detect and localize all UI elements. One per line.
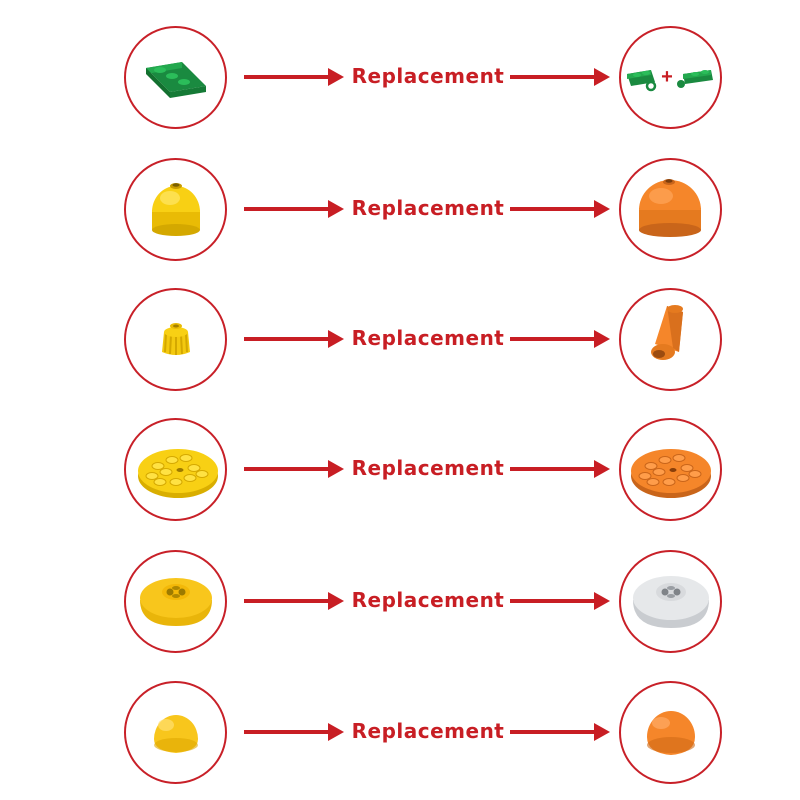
replacement-part-circle bbox=[619, 418, 722, 521]
orange-cone-icon bbox=[651, 305, 683, 360]
arrow-to-label bbox=[244, 199, 344, 219]
replacement-row: Replacement bbox=[0, 158, 800, 270]
replacement-label: Replacement bbox=[351, 64, 505, 88]
green-hinge-plate-icon bbox=[146, 62, 206, 98]
replacement-row: Replacement bbox=[0, 288, 800, 400]
arrow-to-replacement bbox=[510, 591, 610, 611]
yellow-dome-brick-icon bbox=[152, 183, 200, 236]
white-dish-icon bbox=[633, 576, 709, 628]
orange-half-sphere-icon bbox=[647, 711, 695, 755]
replacement-label: Replacement bbox=[351, 456, 505, 480]
arrow-to-label bbox=[244, 722, 344, 742]
original-part-circle bbox=[124, 681, 227, 784]
replacement-part-circle bbox=[619, 158, 722, 261]
original-part-circle bbox=[124, 158, 227, 261]
arrow-to-label bbox=[244, 459, 344, 479]
replacement-row: Replacement bbox=[0, 681, 800, 793]
arrow-to-replacement bbox=[510, 722, 610, 742]
replacement-row: Replacement + bbox=[0, 26, 800, 138]
arrow-to-label bbox=[244, 67, 344, 87]
arrow-to-replacement bbox=[510, 67, 610, 87]
replacement-label: Replacement bbox=[351, 326, 505, 350]
original-part-circle bbox=[124, 288, 227, 391]
yellow-round-plate-icon bbox=[138, 449, 218, 498]
orange-dome-brick-icon bbox=[639, 179, 701, 237]
replacement-label: Replacement bbox=[351, 196, 505, 220]
yellow-half-sphere-icon bbox=[154, 715, 198, 753]
replacement-part-circle bbox=[619, 550, 722, 653]
replacement-part-circle: + bbox=[619, 26, 722, 129]
original-part-circle bbox=[124, 418, 227, 521]
arrow-to-replacement bbox=[510, 199, 610, 219]
replacement-row: Replacement bbox=[0, 550, 800, 662]
original-part-circle bbox=[124, 550, 227, 653]
arrow-to-replacement bbox=[510, 459, 610, 479]
replacement-label: Replacement bbox=[351, 588, 505, 612]
replacement-part-circle bbox=[619, 681, 722, 784]
arrow-to-replacement bbox=[510, 329, 610, 349]
arrow-to-label bbox=[244, 591, 344, 611]
arrow-to-label bbox=[244, 329, 344, 349]
replacement-part-circle bbox=[619, 288, 722, 391]
yellow-flower-stud-icon bbox=[162, 323, 190, 355]
replacement-row: Replacement bbox=[0, 418, 800, 530]
green-hinge-plates-split-icon: + bbox=[627, 66, 713, 92]
plus-sign: + bbox=[661, 66, 673, 88]
yellow-dish-icon bbox=[140, 578, 212, 626]
original-part-circle bbox=[124, 26, 227, 129]
orange-round-plate-icon bbox=[631, 449, 711, 498]
replacement-label: Replacement bbox=[351, 719, 505, 743]
